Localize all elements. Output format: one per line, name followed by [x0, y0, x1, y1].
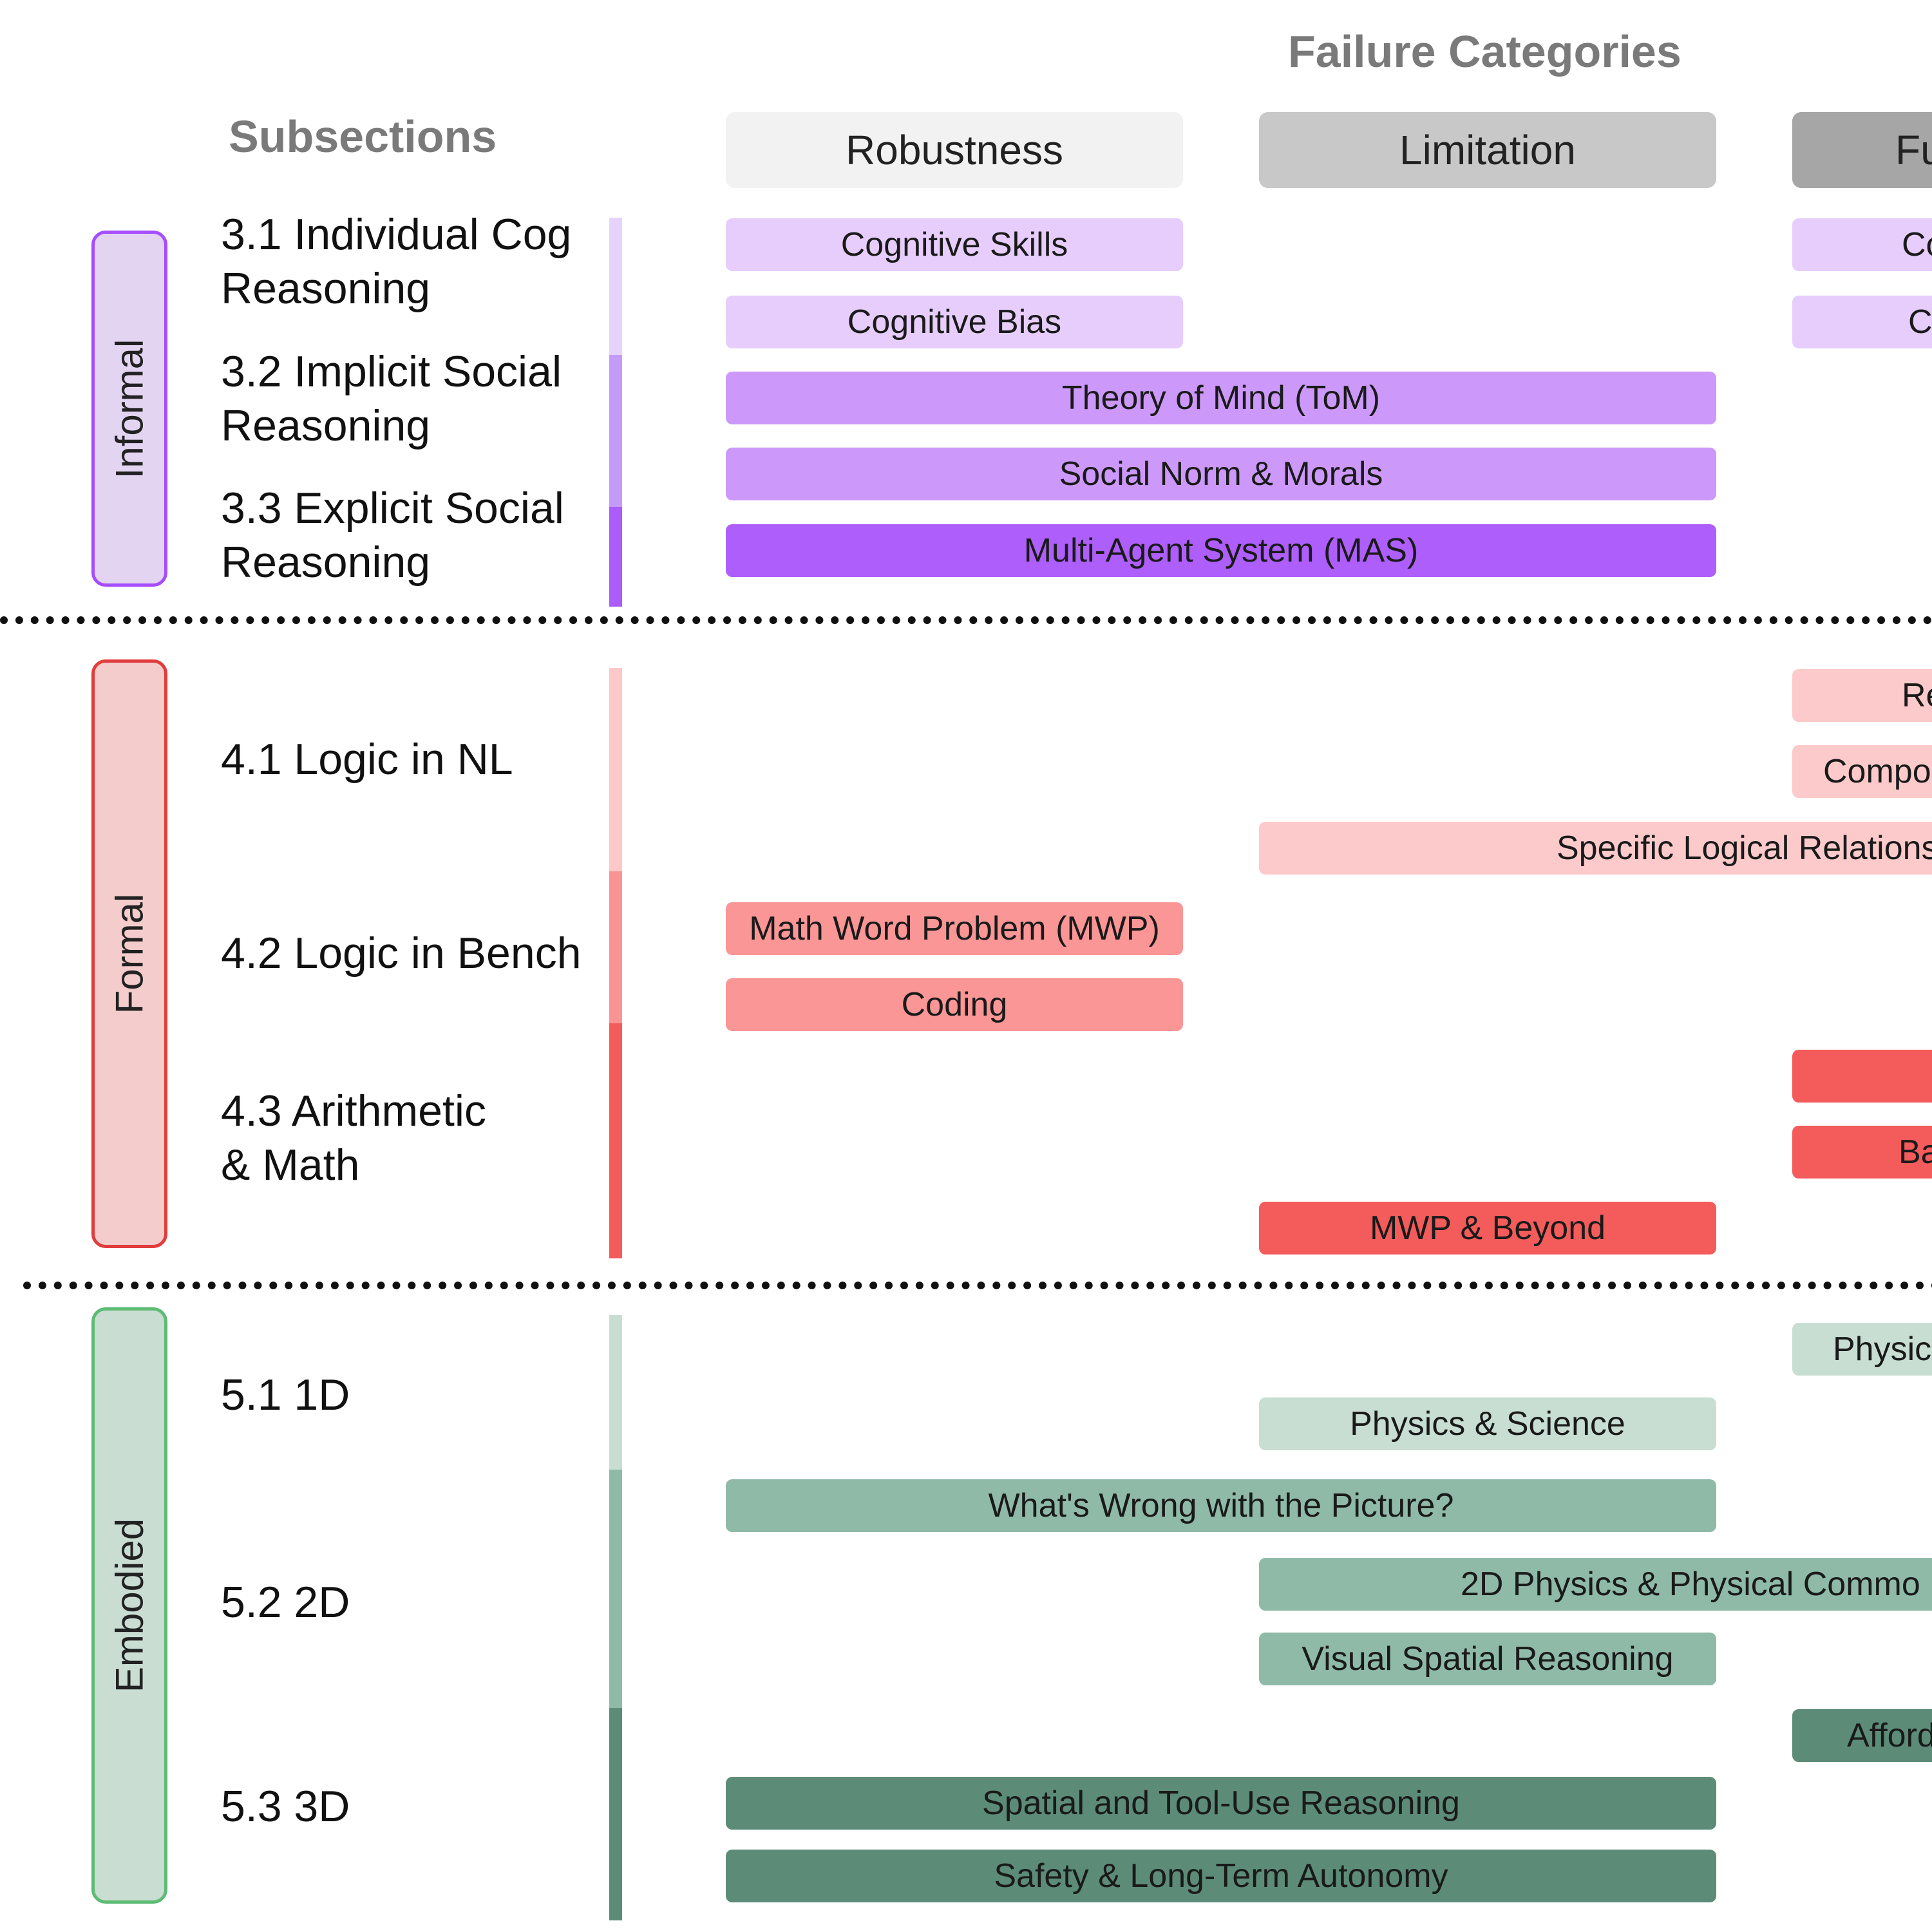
pill-label: Cognitive Skills	[840, 226, 1068, 263]
category-label: Robustness	[846, 127, 1063, 173]
pill-whats-wrong-picture: What's Wrong with the Picture?	[726, 1479, 1716, 1532]
subsection-4-3: 4.3 Arithmetic & Math	[221, 1086, 486, 1189]
pill-label: Multi-Agent System (MAS)	[1023, 532, 1419, 569]
pill-mwp-beyond: MWP & Beyond	[1259, 1202, 1716, 1255]
subsection-4-1: 4.1 Logic in NL	[221, 735, 513, 784]
pill-physics-science: Physics & Science	[1259, 1397, 1716, 1450]
subsection-5-1: 5.1 1D	[221, 1370, 350, 1419]
subsection-bar	[609, 1470, 622, 1708]
pill-label: C	[1908, 303, 1932, 341]
subsection-bar	[609, 871, 622, 1023]
pill-label: Afford	[1847, 1717, 1932, 1754]
pill-safety-autonomy: Safety & Long-Term Autonomy	[726, 1850, 1716, 1902]
subsection-bar	[609, 355, 622, 507]
failure-categories-title: Failure Categories	[1288, 26, 1681, 77]
pill-multi-agent-system: Multi-Agent System (MAS)	[726, 524, 1716, 577]
pill-fundamental-compo: Compo	[1792, 745, 1932, 798]
pill-theory-of-mind: Theory of Mind (ToM)	[726, 372, 1716, 424]
pill-fundamental-physic: Physic	[1792, 1323, 1932, 1376]
subsection-5-2: 5.2 2D	[221, 1578, 350, 1627]
section-divider	[0, 616, 1932, 624]
pill-cognitive-fundamental-a: Co	[1792, 218, 1932, 271]
pill-visual-spatial-reasoning: Visual Spatial Reasoning	[1259, 1633, 1716, 1685]
subsection-bar	[609, 668, 622, 871]
section-label: Formal	[108, 893, 151, 1014]
category-fundamental: Fu	[1792, 112, 1932, 188]
pill-fundamental-afford: Afford	[1792, 1709, 1932, 1762]
pill-label: Spatial and Tool-Use Reasoning	[982, 1785, 1460, 1822]
section-embodied: Embodied	[91, 1307, 167, 1904]
pill-cognitive-skills: Cognitive Skills	[726, 218, 1183, 271]
subsection-bar	[609, 1315, 622, 1470]
subsections-title: Subsections	[229, 111, 497, 162]
section-informal: Informal	[91, 231, 167, 587]
subsection-bar	[609, 507, 622, 607]
pill-label: Specific Logical Relations	[1557, 829, 1932, 867]
pill-label: Re	[1902, 677, 1932, 714]
category-label: Fu	[1895, 127, 1932, 173]
subsection-bar	[609, 1708, 622, 1920]
subsection-3-1: 3.1 Individual Cog Reasoning	[221, 210, 572, 313]
pill-fundamental-ba: Ba	[1792, 1126, 1932, 1179]
pill-coding: Coding	[726, 978, 1183, 1031]
pill-label: Theory of Mind (ToM)	[1061, 379, 1381, 417]
section-formal: Formal	[91, 659, 167, 1248]
pill-cognitive-fundamental-b: C	[1792, 296, 1932, 348]
pill-label: Ba	[1899, 1133, 1932, 1171]
subsection-bar	[609, 1023, 622, 1258]
pill-label: Cognitive Bias	[847, 303, 1062, 341]
pill-label: Coding	[901, 986, 1008, 1023]
category-robustness: Robustness	[726, 112, 1183, 188]
pill-label: 2D Physics & Physical Commo	[1461, 1566, 1920, 1603]
pill-label: Physics & Science	[1350, 1405, 1625, 1443]
section-divider	[23, 1282, 1932, 1289]
pill-social-norm-morals: Social Norm & Morals	[726, 448, 1716, 500]
pill-label: Math Word Problem (MWP)	[749, 910, 1160, 947]
subsection-bar	[609, 218, 622, 355]
pill-specific-logical-relations: Specific Logical Relations	[1259, 822, 1932, 875]
category-limitation: Limitation	[1259, 112, 1716, 188]
pill-label: MWP & Beyond	[1369, 1209, 1606, 1247]
category-label: Limitation	[1399, 127, 1576, 173]
subsection-4-2: 4.2 Logic in Bench	[221, 929, 582, 978]
pill-label: Safety & Long-Term Autonomy	[994, 1857, 1448, 1895]
pill-fundamental-arith-a	[1792, 1050, 1932, 1103]
subsection-3-3: 3.3 Explicit Social Reasoning	[221, 484, 564, 587]
pill-label: Social Norm & Morals	[1059, 455, 1383, 493]
pill-2d-physics: 2D Physics & Physical Commo	[1259, 1558, 1932, 1611]
subsection-3-2: 3.2 Implicit Social Reasoning	[221, 347, 562, 450]
pill-fundamental-re: Re	[1792, 669, 1932, 722]
pill-label: Physic	[1833, 1331, 1932, 1368]
pill-label: Compo	[1823, 753, 1931, 790]
pill-cognitive-bias: Cognitive Bias	[726, 296, 1183, 348]
subsection-5-3: 5.3 3D	[221, 1782, 350, 1831]
section-label: Informal	[108, 339, 151, 478]
pill-label: What's Wrong with the Picture?	[988, 1487, 1454, 1524]
pill-label: Visual Spatial Reasoning	[1302, 1640, 1674, 1678]
pill-spatial-tool-use: Spatial and Tool-Use Reasoning	[726, 1777, 1716, 1830]
pill-label: Co	[1902, 226, 1932, 263]
section-label: Embodied	[108, 1518, 151, 1693]
pill-math-word-problem: Math Word Problem (MWP)	[726, 902, 1183, 955]
